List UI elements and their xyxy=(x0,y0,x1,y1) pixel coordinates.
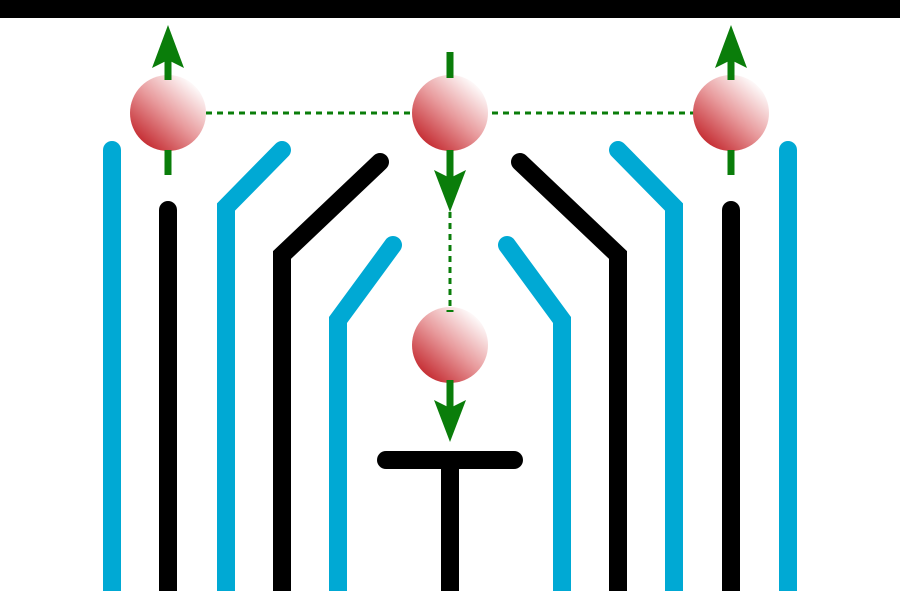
arrow-down-icon xyxy=(434,400,466,442)
blue-line-4 xyxy=(498,236,571,591)
arrow-up-icon xyxy=(715,25,747,68)
sphere-particle-left xyxy=(130,75,206,151)
black-line-2 xyxy=(273,153,389,591)
sphere-particle-right xyxy=(693,75,769,151)
black-line-3 xyxy=(511,153,627,591)
top-black-bar xyxy=(0,0,900,18)
arrow-up-icon xyxy=(152,25,184,68)
arrow-down-icon xyxy=(434,170,466,212)
blue-line-5 xyxy=(609,141,683,591)
sphere-particle-center xyxy=(412,75,488,151)
sphere-particle-lower xyxy=(412,307,488,383)
blue-line-2 xyxy=(217,141,291,591)
blue-line-3 xyxy=(329,236,402,591)
